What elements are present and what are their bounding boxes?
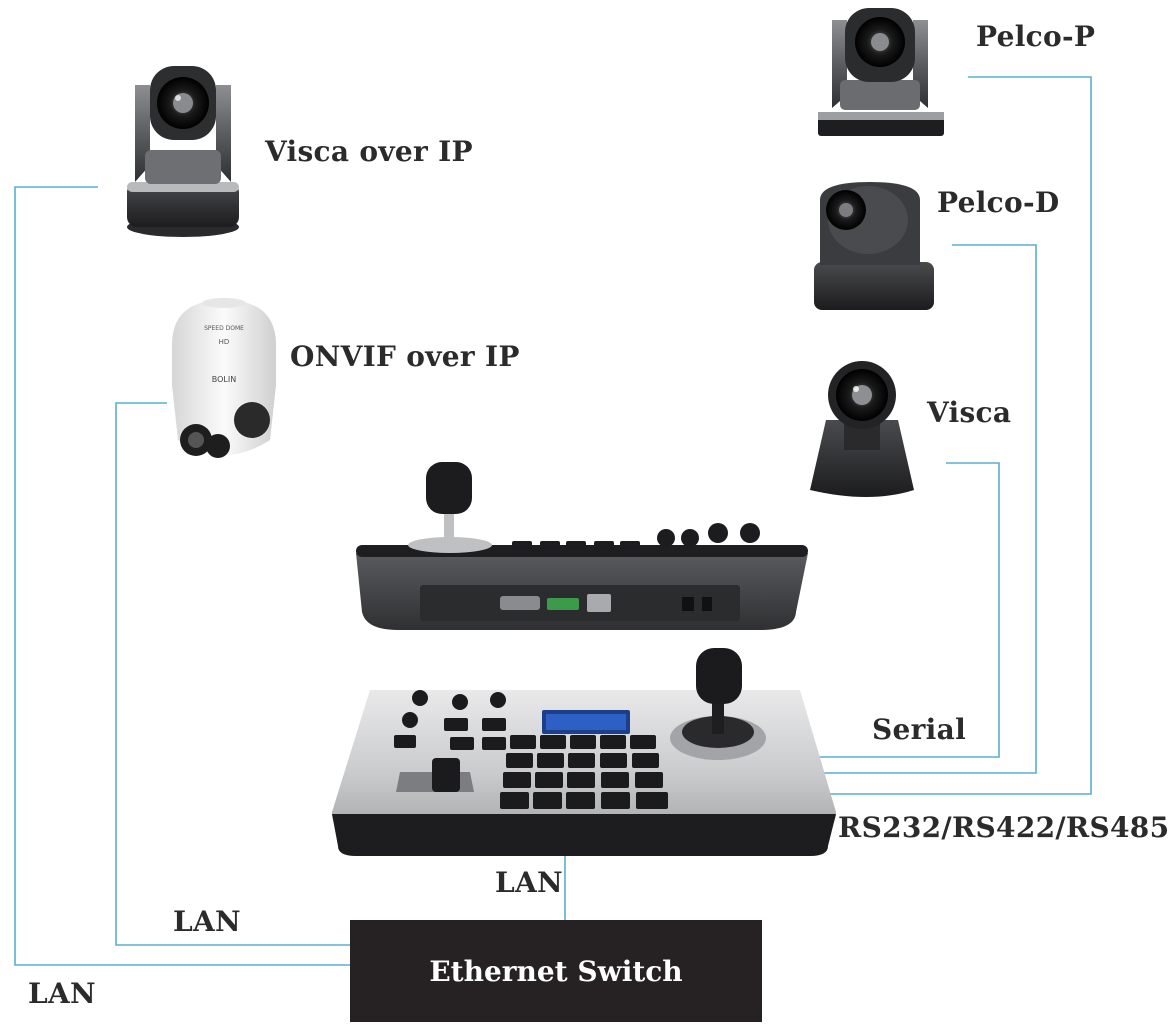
- line-visca: [806, 462, 1000, 758]
- pelco-d-label: Pelco-D: [937, 186, 1060, 219]
- svg-text:SPEED DOME: SPEED DOME: [204, 325, 244, 332]
- svg-text:BOLIN: BOLIN: [212, 375, 236, 384]
- lan-visca-ip-label: LAN: [28, 977, 96, 1010]
- pelco-p-label: Pelco-P: [976, 20, 1096, 53]
- lan-onvif-label: LAN: [173, 905, 241, 938]
- rs-protocols-label: RS232/RS422/RS485: [838, 811, 1169, 844]
- controller-rear-view: [356, 462, 808, 630]
- onvif-dome-camera: SPEED DOME HD BOLIN: [172, 298, 276, 458]
- visca-over-ip-label: Visca over IP: [265, 135, 473, 168]
- line-visca-ip: [14, 186, 350, 966]
- onvif-over-ip-label: ONVIF over IP: [290, 340, 520, 373]
- visca-camera: [810, 361, 914, 497]
- controller-front-view: [332, 648, 836, 856]
- serial-label: Serial: [872, 713, 967, 746]
- visca-ip-camera: [127, 66, 239, 237]
- svg-text:HD: HD: [219, 338, 230, 346]
- visca-label: Visca: [927, 396, 1012, 429]
- connection-lines: [14, 76, 1092, 966]
- ethernet-switch: Ethernet Switch: [350, 920, 762, 1022]
- ethernet-switch-label: Ethernet Switch: [429, 954, 683, 988]
- line-pelco-p: [806, 76, 1092, 795]
- line-onvif: [115, 402, 350, 946]
- pelco-p-camera: [818, 8, 944, 136]
- keypad-keys: [500, 735, 668, 809]
- pelco-d-camera: [814, 182, 934, 310]
- lan-controller-label: LAN: [495, 866, 563, 899]
- line-pelco-d: [806, 244, 1037, 774]
